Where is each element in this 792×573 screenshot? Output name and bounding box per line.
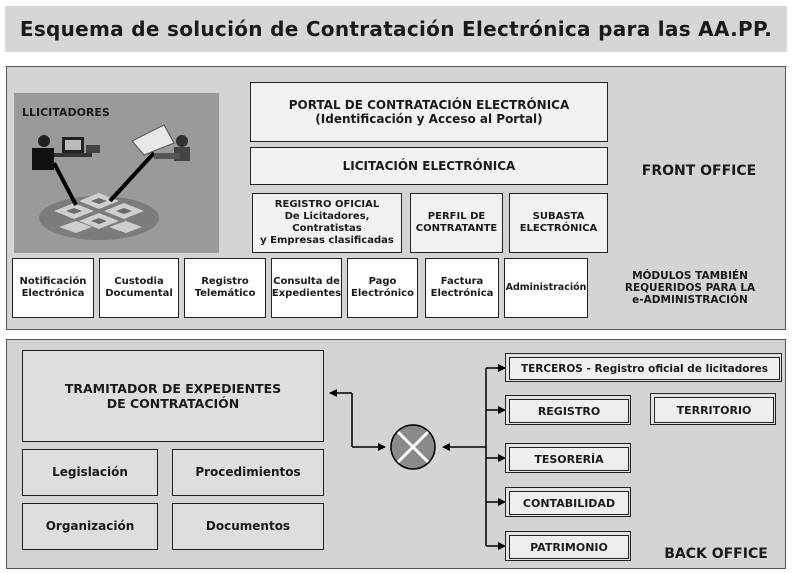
- page-title: Esquema de solución de Contratación Elec…: [5, 6, 787, 52]
- back-office-label: BACK OFFICE: [664, 546, 768, 562]
- module-label: Telemático: [194, 288, 256, 299]
- territorio-box: TERRITORIO: [650, 393, 776, 425]
- organizacion-box: Organización: [22, 503, 158, 550]
- module-label: Documental: [105, 288, 173, 299]
- contabilidad-box: CONTABILIDAD: [505, 487, 631, 517]
- subasta-line1: SUBASTA: [532, 211, 585, 222]
- modules-label-line3: e-ADMINISTRACIÓN: [632, 294, 748, 306]
- modules-label-line1: MÓDULOS TAMBIÉN: [632, 270, 748, 282]
- legislacion-box: Legislación: [22, 449, 158, 496]
- terceros-box: TERCEROS - Registro oficial de licitador…: [505, 353, 782, 382]
- terceros-label: TERCEROS - Registro oficial de licitador…: [509, 357, 780, 380]
- contabilidad-label: CONTABILIDAD: [509, 491, 629, 515]
- registro-oficial-line1: REGISTRO OFICIAL: [274, 199, 380, 210]
- perfil-line2: CONTRATANTE: [415, 223, 498, 234]
- hub-x-icon: [390, 424, 436, 470]
- documentos-box: Documentos: [172, 503, 324, 550]
- front-office-label: FRONT OFFICE: [641, 163, 757, 179]
- module-label: Electrónica: [21, 288, 85, 299]
- perfil-line1: PERFIL DE: [427, 211, 486, 222]
- bidders-illustration: [14, 93, 219, 253]
- network-computers-icon: [32, 124, 190, 240]
- tramitador-line1: TRAMITADOR DE EXPEDIENTES: [64, 381, 282, 396]
- registro-label: REGISTRO: [509, 399, 629, 423]
- portal-title: PORTAL DE CONTRATACIÓN ELECTRÓNICA: [288, 97, 570, 112]
- module-label: Expedientes: [271, 288, 342, 299]
- module-label: Administración: [505, 282, 587, 294]
- module-label: Electrónica: [430, 288, 494, 299]
- tramitador-line2: DE CONTRATACIÓN: [106, 396, 240, 411]
- subasta-line2: ELECTRÓNICA: [519, 223, 598, 234]
- licitacion-box: LICITACIÓN ELECTRÓNICA: [250, 147, 608, 185]
- module-label: Factura: [440, 276, 484, 287]
- registro-oficial-line3: y Empresas clasificadas: [260, 235, 394, 246]
- patrimonio-label: PATRIMONIO: [509, 535, 629, 559]
- territorio-label: TERRITORIO: [654, 397, 774, 423]
- procedimientos-box: Procedimientos: [172, 449, 324, 496]
- module-label: Consulta de: [273, 276, 340, 287]
- registro-box: REGISTRO: [505, 395, 631, 425]
- patrimonio-box: PATRIMONIO: [505, 531, 631, 561]
- module-label: Registro: [201, 276, 249, 287]
- tesoreria-label: TESORERÍA: [509, 447, 629, 471]
- module-administracion: Administración: [504, 258, 588, 318]
- tesoreria-box: TESORERÍA: [505, 443, 631, 473]
- portal-subtitle: (Identificación y Acceso al Portal): [315, 112, 543, 126]
- module-label: Electrónico: [351, 288, 414, 299]
- module-label: Pago: [368, 276, 397, 287]
- registro-oficial-line2: De Licitadores, Contratistas: [284, 211, 370, 234]
- bidders-label: LLICITADORES: [22, 105, 110, 119]
- portal-box: PORTAL DE CONTRATACIÓN ELECTRÓNICA(Ident…: [250, 82, 608, 142]
- module-label: Notificación: [19, 276, 87, 287]
- module-label: Custodia: [114, 276, 164, 287]
- modules-label-line2: REQUERIDOS PARA LA: [624, 282, 756, 294]
